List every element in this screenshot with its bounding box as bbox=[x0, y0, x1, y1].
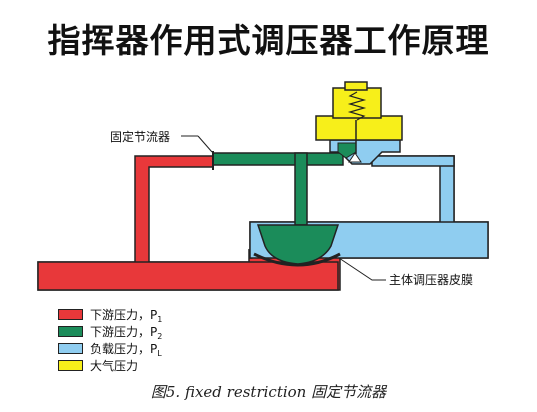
callout-fixed-restriction: 固定节流器 bbox=[110, 129, 170, 144]
legend-item-atm: 大气压力 bbox=[58, 357, 162, 374]
pilot-diaphragm bbox=[315, 115, 403, 141]
legend-item-pl: 负载压力，PL bbox=[58, 340, 162, 358]
legend-swatch-green bbox=[58, 326, 83, 337]
downstream-line-vertical bbox=[294, 152, 308, 226]
pilot-spring-housing bbox=[332, 87, 382, 119]
upstream-inlet bbox=[37, 261, 339, 291]
downstream-line-top bbox=[212, 152, 344, 166]
legend-swatch-yellow bbox=[58, 360, 83, 371]
main-diaphragm-membrane bbox=[253, 252, 341, 267]
pilot-valve-plug bbox=[348, 152, 362, 163]
legend-label: 下游压力，P1 bbox=[90, 307, 163, 324]
callout-main-diaphragm: 主体调压器皮膜 bbox=[389, 273, 473, 287]
legend-label: 下游压力，P2 bbox=[90, 324, 163, 341]
legend-item-p1: 下游压力，P1 bbox=[58, 306, 163, 324]
pilot-cap bbox=[344, 81, 368, 91]
fixed-restriction-leader-2 bbox=[197, 135, 213, 153]
legend-swatch-red bbox=[58, 309, 83, 320]
legend-swatch-blue bbox=[58, 343, 83, 354]
figure-caption: 图5. fixed restriction 固定节流器 bbox=[150, 383, 387, 401]
legend: 下游压力，P1 下游压力，P2 负载压力，PL 大气压力 bbox=[58, 306, 162, 374]
legend-label: 大气压力 bbox=[90, 359, 139, 373]
page-title: 指挥器作用式调压器工作原理 bbox=[47, 21, 490, 60]
legend-item-p2: 下游压力，P2 bbox=[58, 323, 163, 341]
loading-pipe-right bbox=[439, 155, 455, 229]
loading-pipe-top bbox=[371, 155, 455, 167]
diaphragm-leader bbox=[338, 257, 386, 281]
legend-label: 负载压力，PL bbox=[90, 341, 162, 358]
pilot-spring bbox=[347, 91, 367, 121]
pilot-green-seat bbox=[337, 142, 357, 159]
